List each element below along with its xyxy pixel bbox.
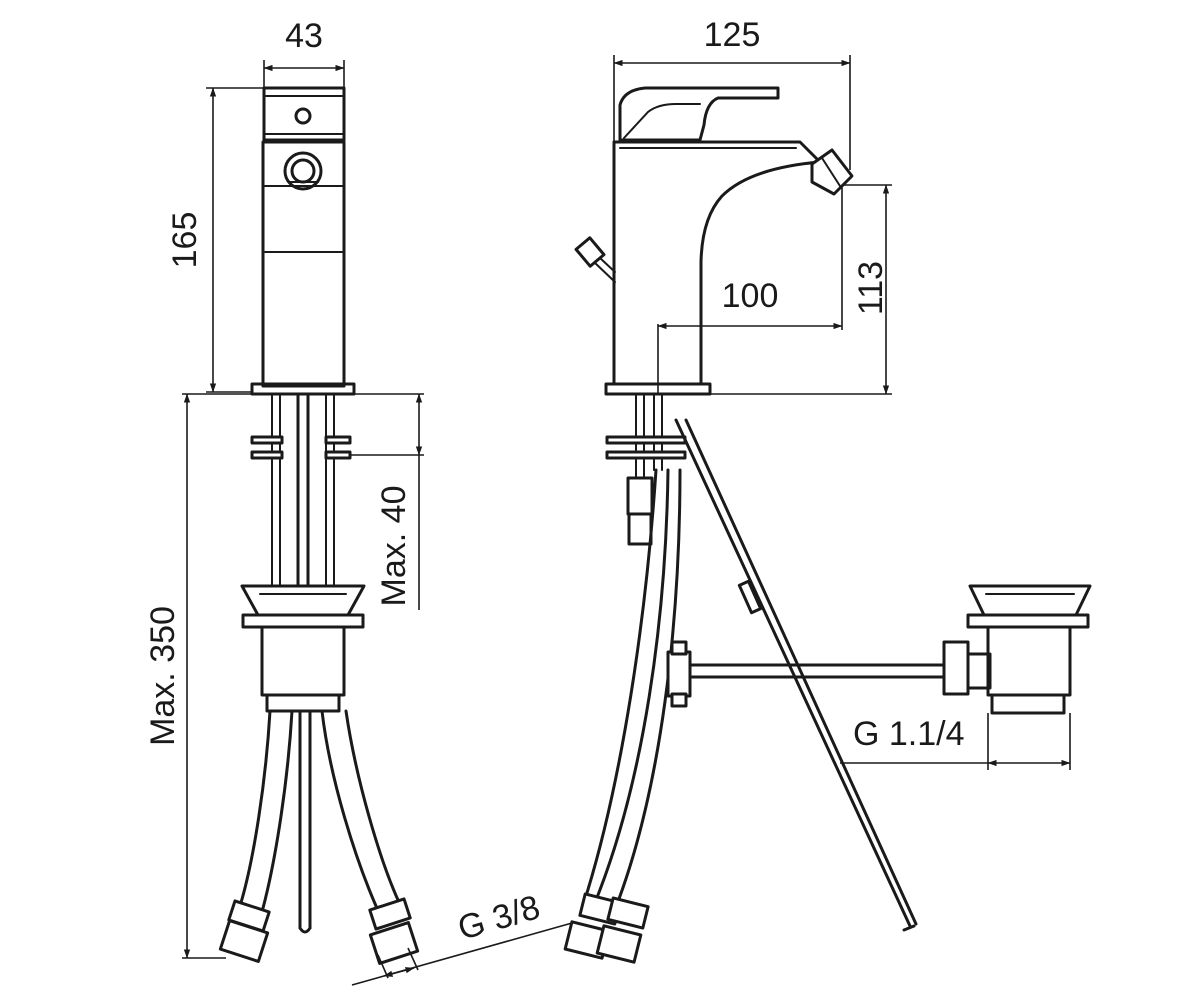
front-waste-flange: [241, 613, 365, 629]
side-view-faucet: [563, 86, 1092, 964]
dim-max-depth-label: Max. 40: [375, 486, 413, 607]
front-base-plate: [250, 382, 356, 396]
right-hose-nut-icon: [368, 921, 420, 965]
pivot-nut-icon: [942, 640, 970, 696]
front-body: [261, 140, 346, 388]
side-waste-bowl: [968, 584, 1092, 617]
dim-side-width-label: 125: [704, 16, 761, 54]
dim-front-width-label: 43: [285, 17, 323, 55]
side-hose-nut-right-icon: [595, 924, 643, 964]
dim-spout-height-label: 113: [852, 261, 890, 315]
front-view-faucet: [218, 86, 420, 965]
left-hose-nut-icon: [218, 919, 270, 963]
handle-screw-icon: [294, 107, 312, 125]
side-waste-flange: [966, 613, 1090, 629]
front-handle: [262, 86, 346, 142]
side-handle: [618, 86, 780, 142]
side-waste-body: [986, 625, 1072, 697]
dim-hose-thread-label: G 3/8: [454, 888, 544, 947]
front-dimensions: 43 165 Max. 40 Max. 350 G 3/8: [144, 17, 573, 986]
dim-max-hose-label: Max. 350: [144, 606, 182, 746]
side-dimensions: 125 100 113 G 1.1/4: [613, 16, 1071, 770]
dim-front-height-label: 165: [166, 212, 204, 269]
front-waste-body: [260, 625, 346, 697]
front-waste-bowl: [240, 584, 366, 617]
dim-waste-thread-label: G 1.1/4: [853, 715, 965, 753]
dim-spout-reach-label: 100: [722, 277, 779, 315]
side-body: [612, 140, 822, 386]
spray-nozzle-icon: [283, 151, 323, 191]
